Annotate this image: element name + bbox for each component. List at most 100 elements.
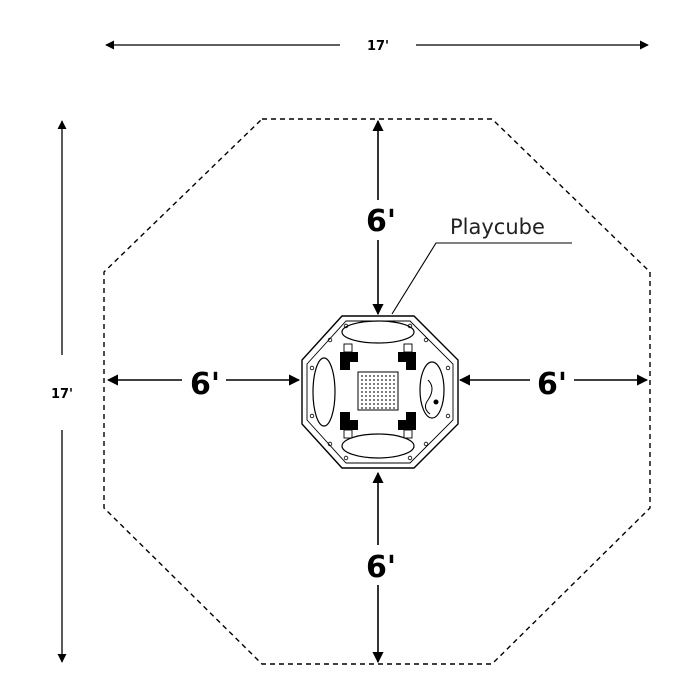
bolt-hole (407, 455, 413, 461)
perforation-dot (385, 375, 387, 377)
perforation-dot (361, 375, 363, 377)
bolt-hole (407, 323, 413, 329)
perforation-dot (365, 399, 367, 401)
clearance-left-label: 6' (190, 367, 220, 402)
perforation-dot (381, 387, 383, 389)
playcube-inner-outline (306, 320, 454, 464)
perforation-dot (365, 375, 367, 377)
clearance-left-dimension: 6' (106, 367, 301, 402)
perforation-dot (377, 403, 379, 405)
perforation-dot (365, 407, 367, 409)
perforation-dot (373, 403, 375, 405)
corner-post-bottom-left (340, 412, 358, 430)
perforation-dot (381, 383, 383, 385)
playcube-outer-outline (301, 315, 459, 469)
perforation-dot (365, 383, 367, 385)
overall-depth-label: 17' (51, 387, 73, 402)
perforation-dot (373, 387, 375, 389)
perforation-dot (389, 387, 391, 389)
bolt-hole (309, 365, 315, 371)
perforation-dot (381, 391, 383, 393)
perforation-dot (369, 387, 371, 389)
perforation-dot (389, 379, 391, 381)
perforation-dot (381, 399, 383, 401)
perforation-dot (373, 395, 375, 397)
bolt-hole (445, 413, 451, 419)
perforation-dot (361, 379, 363, 381)
bracket-top-right (403, 343, 413, 353)
perforation-dot (377, 391, 379, 393)
perforation-dot (369, 403, 371, 405)
top-oval-opening (341, 320, 415, 344)
perforation-dot (369, 407, 371, 409)
perforation-dot (377, 387, 379, 389)
playcube-callout-label: Playcube (450, 215, 545, 239)
perforation-dot (361, 391, 363, 393)
perforation-dot (365, 391, 367, 393)
perforated-roof-panel (357, 371, 399, 411)
perforation-dot (361, 407, 363, 409)
perforation-dot (377, 383, 379, 385)
perforation-dot (393, 387, 395, 389)
perforation-dot (373, 399, 375, 401)
bolt-hole (343, 323, 349, 329)
bolt-hole (423, 337, 429, 343)
perforation-dot (369, 399, 371, 401)
perforation-dot (377, 395, 379, 397)
perforation-dot (393, 383, 395, 385)
perforation-dot (385, 395, 387, 397)
perforation-dot (369, 379, 371, 381)
corner-post-top-left (340, 352, 358, 370)
perforation-dot (393, 395, 395, 397)
perforation-dot (365, 379, 367, 381)
bracket-bottom-left (343, 429, 353, 439)
perforation-dot (377, 399, 379, 401)
perforation-dot (373, 407, 375, 409)
overall-width-dimension: 17' (105, 39, 649, 54)
perforation-dot (385, 383, 387, 385)
perforation-dot (365, 403, 367, 405)
perforation-dot (385, 379, 387, 381)
perforation-dot (393, 379, 395, 381)
perforation-dot (365, 395, 367, 397)
clearance-bottom-dimension: 6' (366, 471, 396, 664)
perforation-dot (385, 391, 387, 393)
perforation-dot (393, 407, 395, 409)
perforation-dot (385, 387, 387, 389)
perforation-dot (381, 379, 383, 381)
perforation-dot (389, 395, 391, 397)
overall-depth-dimension: 17' (51, 120, 73, 663)
overall-width-label: 17' (367, 39, 389, 54)
perforation-dot (369, 395, 371, 397)
corner-post-bottom-right (398, 412, 416, 430)
clearance-bottom-label: 6' (366, 550, 396, 585)
perforation-dot (389, 383, 391, 385)
perforation-dot (369, 391, 371, 393)
perforation-dot (385, 407, 387, 409)
perforation-dot (361, 395, 363, 397)
bracket-bottom-right (403, 429, 413, 439)
perforation-dot (389, 399, 391, 401)
right-oval-opening (419, 361, 445, 419)
perforation-dot (361, 403, 363, 405)
bolt-hole (327, 337, 333, 343)
perforation-dot (373, 379, 375, 381)
perforation-dot (385, 399, 387, 401)
perforation-dot (361, 383, 363, 385)
clearance-top-label: 6' (366, 204, 396, 239)
perforation-dot (377, 379, 379, 381)
perforation-dot (389, 407, 391, 409)
bolt-holes (309, 323, 451, 461)
perforation-dot (369, 383, 371, 385)
perforation-dot (381, 375, 383, 377)
perforation-dot (389, 391, 391, 393)
perforation-dot (361, 387, 363, 389)
clearance-top-dimension: 6' (366, 119, 396, 316)
perforation-dot (393, 403, 395, 405)
perforation-dot (393, 399, 395, 401)
bolt-hole (343, 455, 349, 461)
perforation-pattern (361, 375, 395, 409)
playcube-callout: Playcube (391, 215, 572, 315)
perforation-dot (377, 375, 379, 377)
